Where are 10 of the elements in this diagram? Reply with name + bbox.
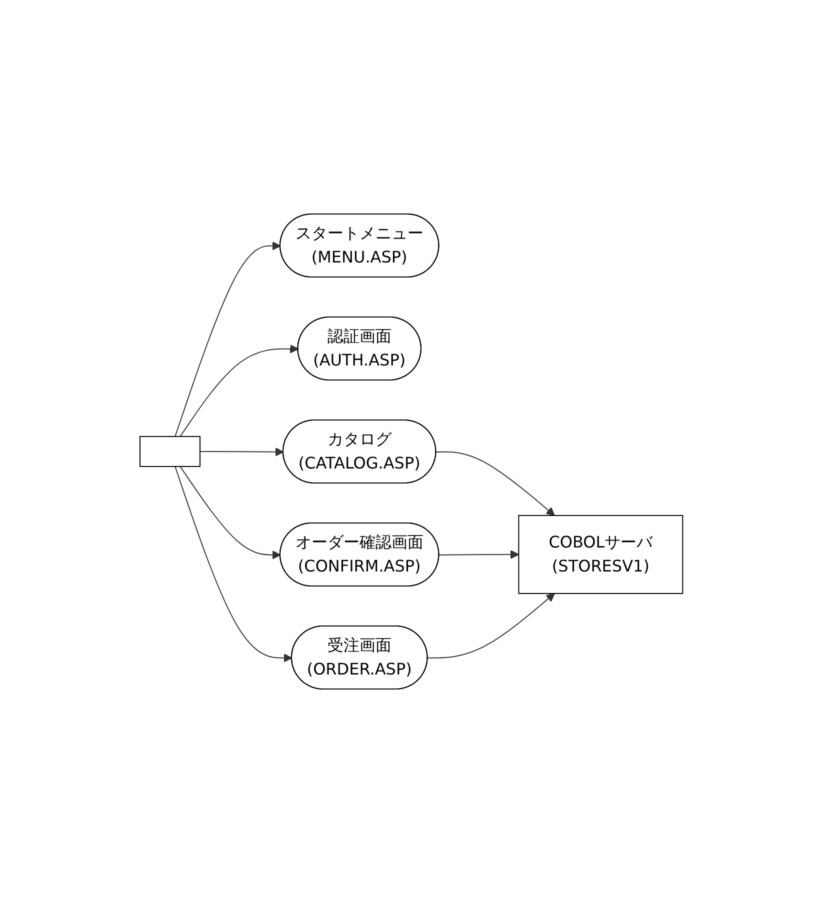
arrow: [435, 451, 555, 516]
arrow: [438, 550, 519, 559]
arrow: [174, 466, 292, 662]
node-box: COBOLサーバ (STORESV1): [518, 515, 683, 594]
arrow: [426, 593, 555, 658]
arrow: [179, 344, 298, 437]
arrow: [199, 448, 284, 456]
arrow: [179, 466, 281, 560]
node-box: [139, 436, 200, 467]
arrow: [174, 242, 281, 437]
